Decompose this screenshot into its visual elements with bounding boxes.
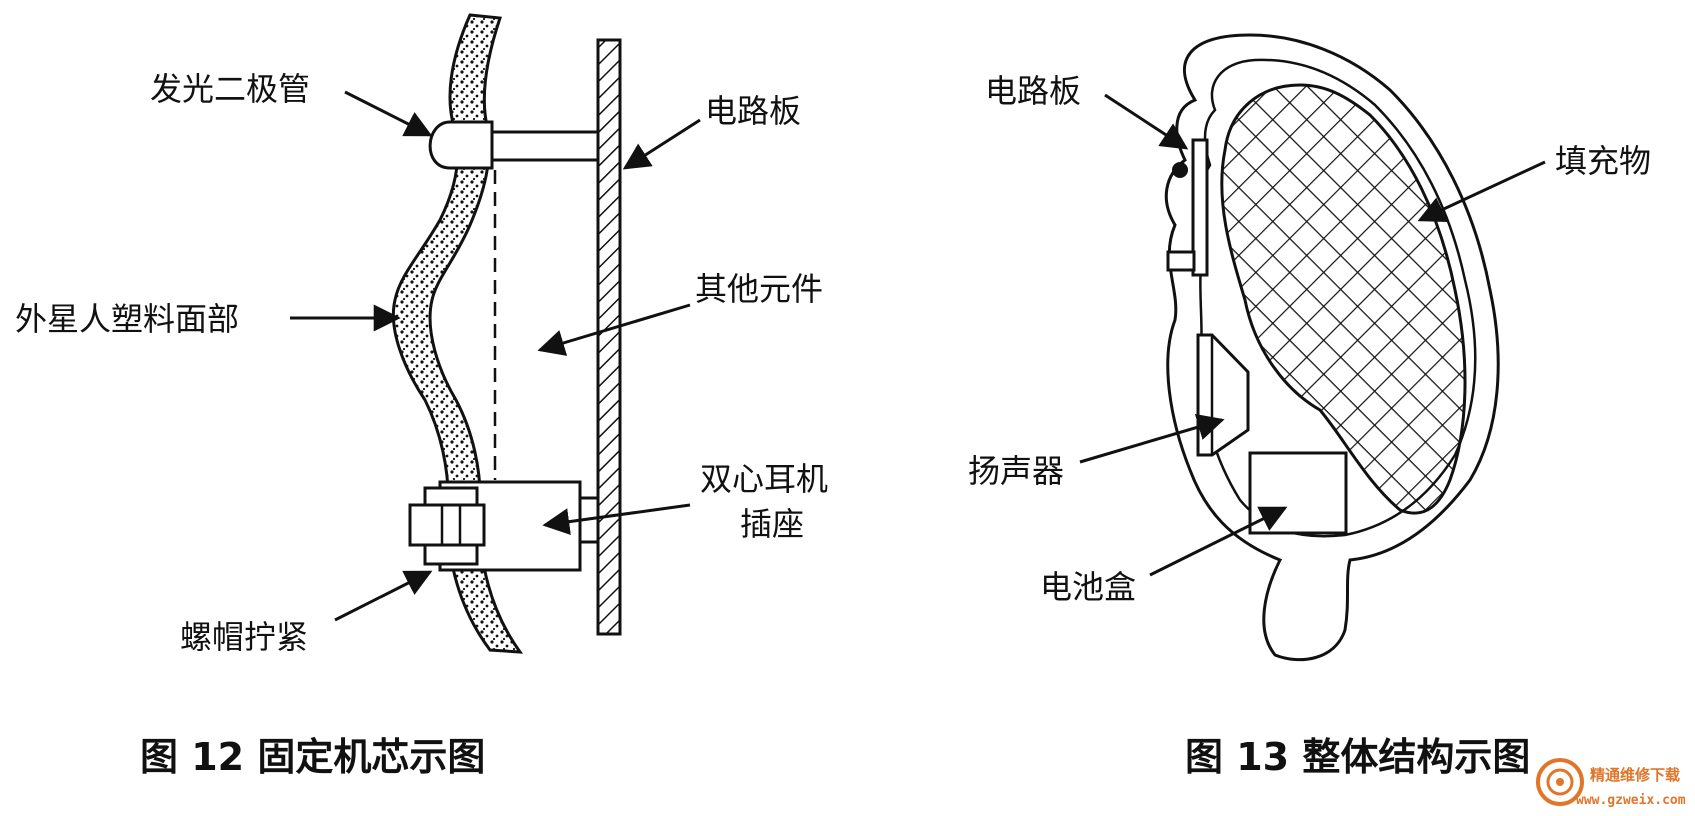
label-jack-line2: 插座 <box>740 505 804 543</box>
label-circuit-board-fig12: 电路板 <box>705 92 801 130</box>
arrow-circuit-board-fig13 <box>1104 93 1189 150</box>
label-other-components: 其他元件 <box>695 270 823 308</box>
jack-fig13 <box>1166 250 1196 272</box>
circuit-board-fig12 <box>596 38 622 636</box>
nut <box>408 486 486 566</box>
label-led: 发光二极管 <box>150 70 310 108</box>
figure-12: 发光二极管 电路板 其他元件 外星人塑料面部 双心耳机 插座 螺帽拧紧 图 12… <box>15 13 828 779</box>
arrow-circuit-board <box>622 118 701 170</box>
arrow-jack <box>542 503 691 536</box>
watermark-site-name: 精通维修下载 <box>1590 766 1680 784</box>
arrow-speaker <box>1079 413 1225 464</box>
filler-mesh <box>1220 83 1467 515</box>
watermark-logo-icon <box>1536 758 1584 806</box>
arrow-nut <box>334 570 433 622</box>
figure-13: 电路板 填充物 扬声器 电池盒 图 13 整体结构示图 <box>968 33 1651 779</box>
arrow-battery-box <box>1149 506 1288 577</box>
label-jack-line1: 双心耳机 <box>700 460 828 498</box>
watermark: 精通维修下载 www.gzweix.com <box>1536 758 1686 808</box>
label-nut: 螺帽拧紧 <box>180 618 308 656</box>
label-speaker: 扬声器 <box>968 452 1064 490</box>
label-face: 外星人塑料面部 <box>15 300 239 338</box>
caption-figure-12: 图 12 固定机芯示图 <box>140 735 485 779</box>
label-circuit-board-fig13: 电路板 <box>985 72 1081 110</box>
led-fig13 <box>1172 162 1188 178</box>
watermark-url: www.gzweix.com <box>1576 793 1686 808</box>
battery-box <box>1248 451 1348 535</box>
caption-figure-13: 图 13 整体结构示图 <box>1185 735 1530 779</box>
label-battery-box: 电池盒 <box>1040 568 1136 606</box>
led-stem <box>490 130 600 162</box>
arrow-other-components <box>537 303 691 356</box>
circuit-board-fig13 <box>1191 138 1209 277</box>
led-dome <box>428 120 494 170</box>
label-filler: 填充物 <box>1555 142 1651 180</box>
arrow-led <box>344 90 433 137</box>
arrow-filler <box>1417 160 1546 223</box>
